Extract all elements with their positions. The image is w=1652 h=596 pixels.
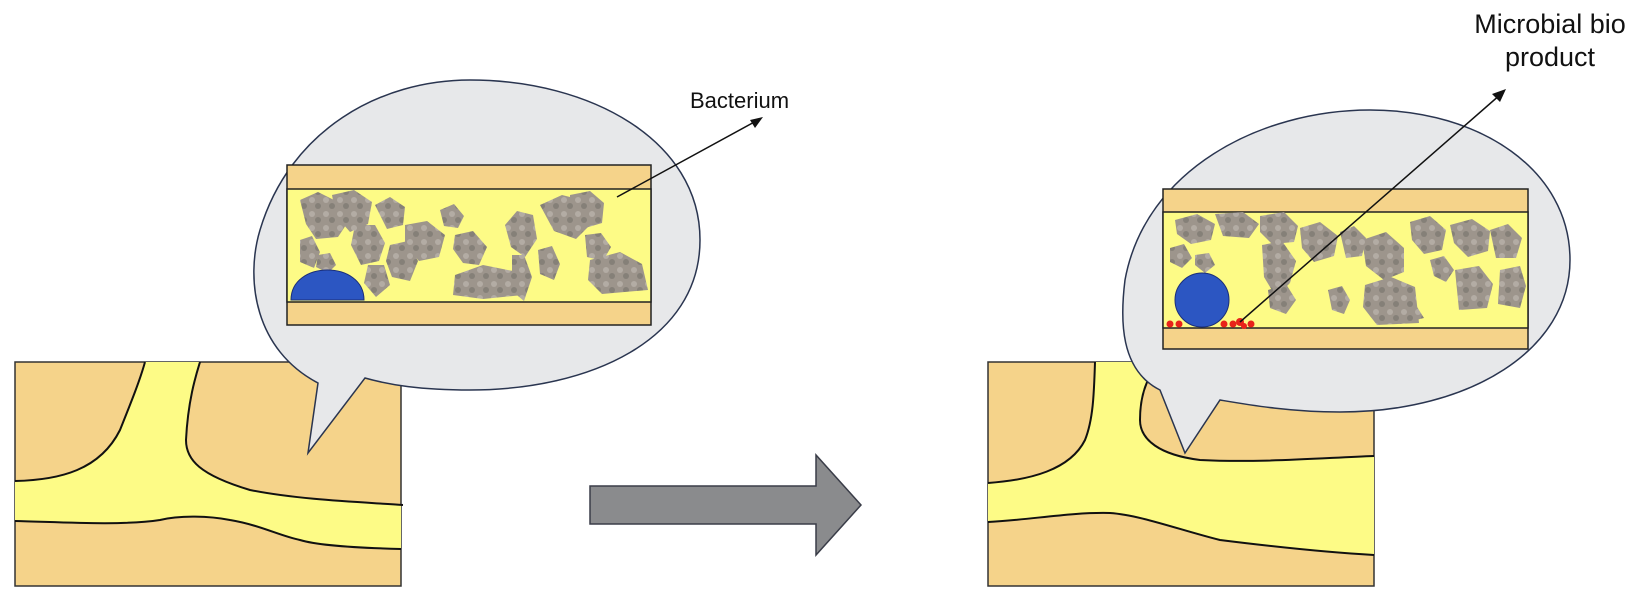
bio-product-pointer-line: [1239, 93, 1502, 323]
sand-grains: [300, 190, 648, 301]
before-panel: [14, 79, 763, 587]
bacterium-icon: [1174, 272, 1230, 328]
magnified-channel: [1162, 188, 1529, 350]
pore-wall: [14, 515, 402, 550]
pore-wall: [184, 361, 404, 506]
pore-channel: [988, 362, 1374, 555]
bio-product-label-line1: Microbial bio: [1474, 9, 1626, 39]
bio-product-label-line2: product: [1504, 42, 1596, 72]
after-panel: [987, 89, 1571, 587]
arrowhead-icon: [750, 117, 763, 128]
bacterium-pointer-line: [616, 119, 759, 198]
pore-wall: [14, 361, 146, 482]
pore-channel: [15, 362, 401, 549]
pore-wall: [987, 511, 1375, 556]
right-arrow-icon: [589, 453, 863, 557]
bacterium-icon: [290, 269, 365, 301]
magnified-channel: [286, 164, 652, 326]
bacterium-label: Bacterium: [690, 88, 790, 113]
sand-grains: [1170, 212, 1526, 325]
pore-wall: [987, 361, 1096, 484]
bio-product-label: Microbial bio product: [1450, 8, 1650, 74]
pore-wall: [1138, 361, 1375, 462]
arrowhead-icon: [1492, 89, 1506, 102]
